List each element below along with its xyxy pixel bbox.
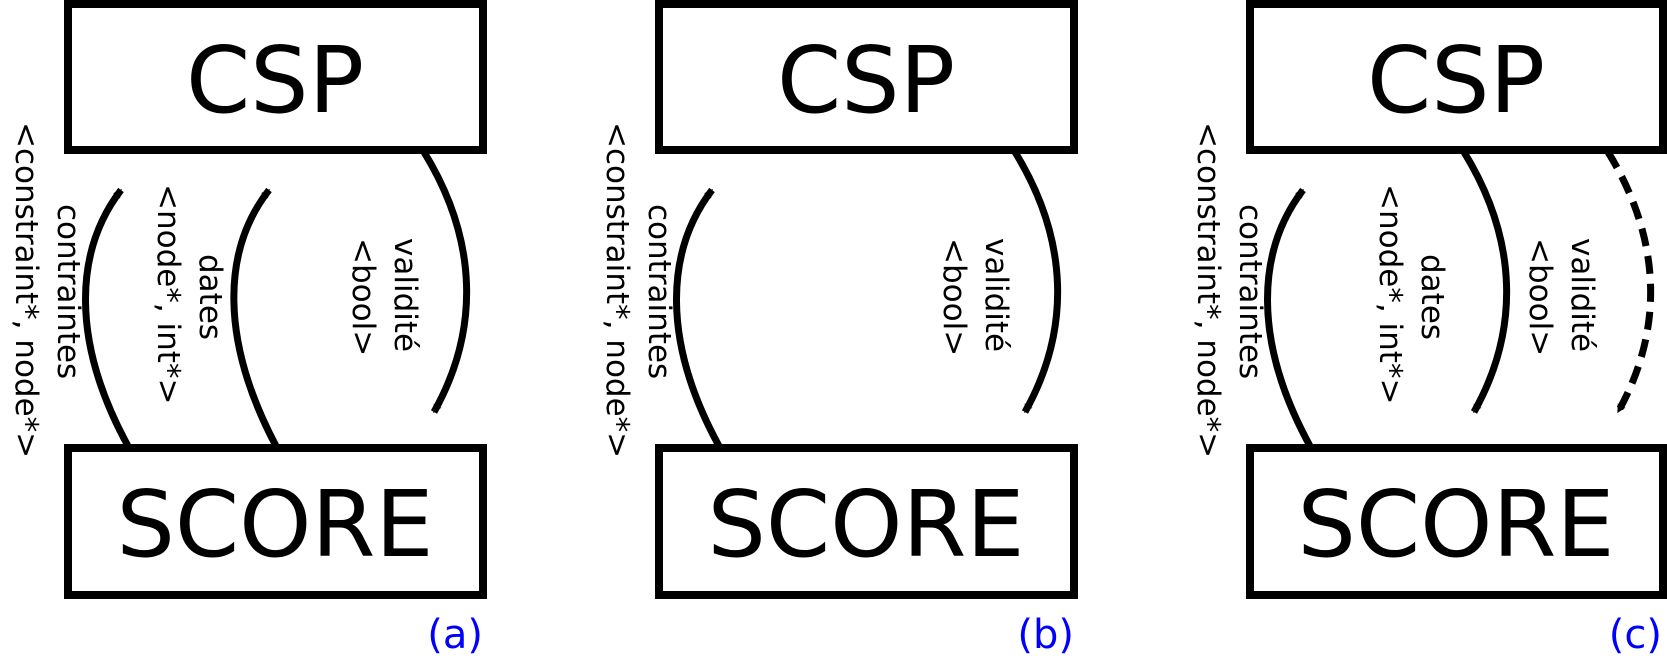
label-contraintes-line1: contraintes — [1232, 204, 1268, 379]
label-contraintes: contraintes <constraint*, node*> — [8, 122, 86, 458]
csp-box — [1246, 0, 1667, 154]
caption-a: (a) — [427, 612, 483, 658]
label-validite-line2: <bool> — [1522, 238, 1558, 356]
label-dates: dates <node*, int*> — [1372, 184, 1450, 404]
score-label: SCORE — [707, 471, 1024, 578]
arrow-validite — [421, 150, 471, 414]
caption-b: (b) — [1017, 612, 1074, 658]
label-validite-line1: validité — [387, 238, 423, 352]
label-contraintes-line2: <constraint*, node*> — [8, 122, 44, 458]
label-contraintes-line1: contraintes — [50, 204, 86, 379]
label-contraintes: contraintes <constraint*, node*> — [599, 122, 677, 458]
label-dates-line2: <node*, int*> — [1372, 184, 1408, 404]
label-dates: dates <node*, int*> — [150, 184, 228, 404]
arrow-dates — [230, 187, 280, 448]
arrow-contraintes — [673, 187, 723, 448]
label-contraintes-line2: <constraint*, node*> — [599, 122, 635, 458]
panel-c: CSP SCORE contraintes <constraint*, node… — [1190, 0, 1667, 658]
arrow-validite — [1012, 150, 1062, 414]
csp-label: CSP — [1367, 27, 1545, 134]
label-validite-line2: <bool> — [345, 238, 381, 356]
score-box — [64, 444, 487, 599]
panel-a: CSP SCORE contraintes <constraint*, node… — [8, 0, 487, 658]
label-validite-line1: validité — [978, 238, 1014, 352]
label-validite: validité <bool> — [1522, 238, 1600, 356]
label-validite: validité <bool> — [936, 238, 1014, 356]
arrow-dates — [1461, 150, 1511, 414]
arrow-contraintes — [82, 187, 132, 448]
panel-b: CSP SCORE contraintes <constraint*, node… — [599, 0, 1078, 658]
score-label: SCORE — [116, 471, 433, 578]
label-validite-line1: validité — [1564, 238, 1600, 352]
label-dates-line1: dates — [1414, 254, 1450, 340]
caption-c: (c) — [1609, 612, 1662, 658]
label-dates-line1: dates — [192, 254, 228, 340]
csp-box — [64, 0, 487, 154]
csp-label: CSP — [186, 27, 364, 134]
label-validite-line2: <bool> — [936, 238, 972, 356]
label-contraintes-line1: contraintes — [641, 204, 677, 379]
label-contraintes: contraintes <constraint*, node*> — [1190, 122, 1268, 458]
csp-label: CSP — [777, 27, 955, 134]
score-label: SCORE — [1297, 471, 1614, 578]
label-validite: validité <bool> — [345, 238, 423, 356]
csp-box — [655, 0, 1078, 154]
label-dates-line2: <node*, int*> — [150, 184, 186, 404]
label-contraintes-line2: <constraint*, node*> — [1190, 122, 1226, 458]
arrow-contraintes — [1264, 187, 1314, 448]
arrow-validite-dashed — [1605, 150, 1655, 414]
score-box — [655, 444, 1078, 599]
score-box — [1246, 444, 1667, 599]
